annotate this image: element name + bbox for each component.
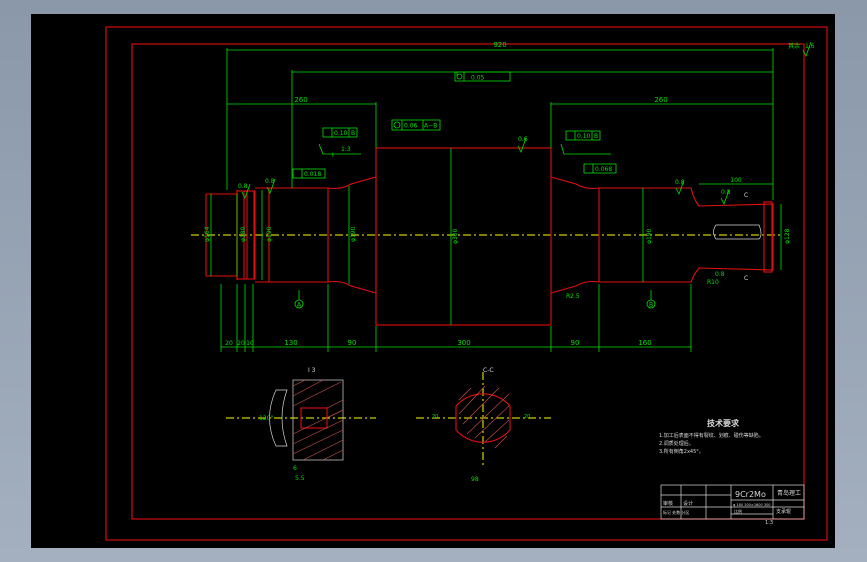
tech-req-item-3: 3.所有倒角2x45°。 <box>659 448 704 455</box>
detail-angle: 120° <box>259 415 273 422</box>
tol-perp-right-datum: B <box>594 133 598 140</box>
section-mark-c-top: C <box>744 192 748 199</box>
tol-perp-right: 0.10 <box>577 133 591 140</box>
finish-right-journal: 0.8 <box>675 179 685 186</box>
dia-right-end: φ128 <box>784 228 791 244</box>
dim-bottom-6: 300 <box>457 339 470 347</box>
technical-requirements: 技术要求 1.加工后表面不得有裂纹、划痕、碰伤等缺陷。 2.调质处理后。 3.所… <box>659 418 764 455</box>
finish-left-journal: 0.8 <box>265 178 275 185</box>
detail-dim-a: 6 <box>293 465 297 472</box>
tech-req-item-1: 1.加工后表面不得有裂纹、划痕、碰伤等缺陷。 <box>659 432 764 439</box>
dim-bottom-1: 20 <box>225 340 233 347</box>
dia-roll-body: φ300 <box>452 228 459 244</box>
title-designer: 设计 <box>683 500 693 507</box>
dim-bottom-7: 90 <box>571 339 580 347</box>
dim-bottom-8: 160 <box>638 339 651 347</box>
title-block: 9Cr2Mo 青岛理工 支承辊 φ 180 300×1600 300 标记 处数… <box>660 484 805 526</box>
dim-left-journal: 260 <box>294 96 307 104</box>
title-material: 9Cr2Mo <box>735 490 766 499</box>
title-scale: 1:3 <box>765 520 773 526</box>
chamfer-note: 1:3 <box>341 146 351 153</box>
section-view-cc: C-C 98 20 20 <box>416 367 551 483</box>
corner-note: 其余 <box>788 42 800 50</box>
finish-corner: 1.6 <box>805 43 815 50</box>
tol-flat-body: 0.06 <box>404 123 418 130</box>
title-ref-code: φ 180 300×1600 300 <box>733 503 771 507</box>
datum-a-marker <box>294 299 304 309</box>
finish-right-end-top: 0.8 <box>721 189 731 196</box>
dia-left-journal: φ190 <box>266 226 273 242</box>
tolerance-flat-body: 0.06 A−B <box>391 119 441 131</box>
tol-perp-left: 0.10 <box>334 130 348 137</box>
title-cell-a: 比例 <box>734 508 742 514</box>
dim-right-end: 100 <box>730 177 742 184</box>
section-cc-width: 98 <box>471 476 479 483</box>
drawing-canvas: 920 260 260 100 20 20 10 130 90 300 90 1… <box>31 14 835 548</box>
dim-overall-length: 920 <box>493 41 506 49</box>
fillet-right: R10 <box>707 279 719 286</box>
detail-left-title: I 3 <box>308 367 316 374</box>
tech-req-item-2: 2.调质处理后。 <box>659 440 694 447</box>
dim-bottom-2: 20 <box>237 340 245 347</box>
section-mark-c-bottom: C <box>744 275 748 282</box>
surface-finish-marks: 其余 1.6 0.8 0.8 0.6 0.8 0.8 0.8 <box>238 41 815 278</box>
cad-drawing: 920 260 260 100 20 20 10 130 90 300 90 1… <box>105 26 828 541</box>
tol-flat-body-datum: A−B <box>424 123 437 130</box>
dim-bottom-3: 10 <box>246 340 254 347</box>
dim-bottom-4: 130 <box>284 339 297 347</box>
drawing-frame-outer <box>105 26 828 541</box>
dia-left-neck: φ190 <box>350 226 357 242</box>
keyway-slot <box>713 224 762 240</box>
dia-left-end: φ164 <box>204 226 211 242</box>
dia-left-groove: φ180 <box>240 226 247 242</box>
tolerance-perp-right: 0.10 B <box>565 130 601 141</box>
detail-view-left: I 3 120° 6 5.5 <box>226 367 376 482</box>
title-scale-row: 标记 处数 分区 <box>663 509 690 515</box>
tol-runout-total: 0.05 <box>471 75 485 82</box>
title-school: 青岛理工 <box>777 489 801 497</box>
section-cc-c1: 20 <box>432 414 438 420</box>
tolerance-perp-left: 0.10 B <box>322 127 358 138</box>
tolerance-runout-left: 0.018 <box>292 168 326 179</box>
section-cc-title: C-C <box>483 367 494 374</box>
datum-a-label: A <box>297 302 302 309</box>
tol-runout-left: 0.018 <box>304 171 321 178</box>
datum-b-marker <box>646 299 656 309</box>
detail-dim-b: 5.5 <box>295 475 305 482</box>
tech-req-title: 技术要求 <box>707 418 740 428</box>
finish-left-groove: 0.8 <box>238 183 248 190</box>
title-drawing-name: 支承辊 <box>776 508 791 515</box>
section-cc-c2: 20 <box>524 414 530 420</box>
tol-runout-right: 0.068 <box>595 166 612 173</box>
tol-perp-left-datum: B <box>351 130 355 137</box>
drawing-frame-inner <box>131 43 805 520</box>
finish-right-end-side: 0.8 <box>715 271 725 278</box>
finish-body: 0.6 <box>518 136 528 143</box>
dim-bottom-5: 90 <box>348 339 357 347</box>
fillet-left: R2.5 <box>566 293 580 300</box>
tolerance-runout-right: 0.068 <box>583 163 617 174</box>
datum-b-label: B <box>649 302 653 309</box>
dia-right-journal: φ190 <box>646 228 653 244</box>
tolerance-runout-total: 0.05 <box>454 71 511 82</box>
dim-right-journal: 260 <box>654 96 667 104</box>
shaft-outline <box>205 147 774 326</box>
section-mark-i: I <box>332 152 334 159</box>
dimension-lines <box>210 48 782 352</box>
title-checker: 审核 <box>663 500 673 507</box>
